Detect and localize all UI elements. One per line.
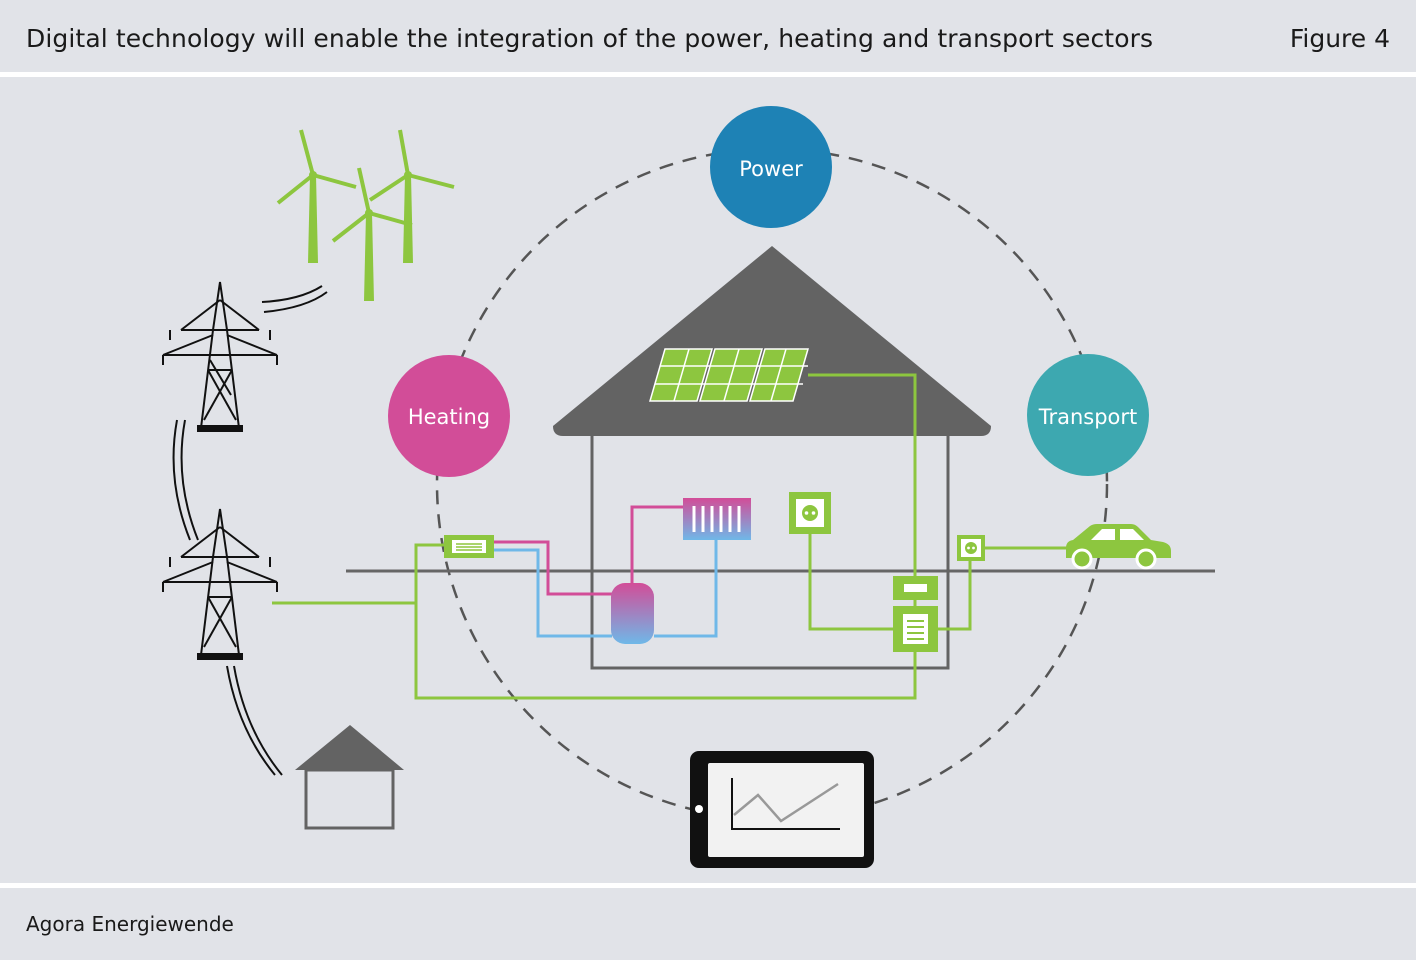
pylon-bottom-icon	[162, 508, 278, 660]
pylon-top-icon	[162, 281, 278, 432]
smart-meter-icon	[893, 576, 938, 652]
radiator-icon	[683, 498, 751, 540]
integration-circle	[435, 147, 1109, 821]
wind-turbines-icon	[276, 129, 455, 301]
heating-circle	[388, 355, 510, 477]
small-house-icon	[295, 725, 404, 830]
heat-storage-tank-icon	[611, 583, 654, 644]
transport-label: Transport	[1038, 405, 1138, 429]
power-circle	[710, 106, 832, 228]
figure-title: Digital technology will enable the integ…	[26, 24, 1154, 53]
power-label: Power	[739, 157, 803, 181]
heating-pipes	[492, 505, 718, 638]
figure-number: Figure 4	[1289, 24, 1390, 53]
wall-socket-icon	[789, 492, 831, 534]
transport-node: Transport	[1027, 354, 1149, 476]
bottom-divider	[0, 883, 1416, 888]
header: Digital technology will enable the integ…	[0, 0, 1416, 74]
solar-panels-icon	[649, 348, 809, 402]
power-lines-icon	[172, 285, 328, 776]
charging-socket-icon	[957, 535, 985, 561]
heat-pump-icon	[444, 535, 494, 558]
heating-node: Heating	[388, 355, 510, 477]
power-wiring	[272, 373, 1068, 700]
tablet-icon	[690, 751, 874, 868]
electric-car-icon	[1066, 524, 1171, 570]
top-divider	[0, 72, 1416, 77]
source-credit: Agora Energiewende	[26, 912, 234, 936]
heating-label: Heating	[408, 405, 490, 429]
power-node: Power	[710, 106, 832, 228]
transport-circle	[1027, 354, 1149, 476]
